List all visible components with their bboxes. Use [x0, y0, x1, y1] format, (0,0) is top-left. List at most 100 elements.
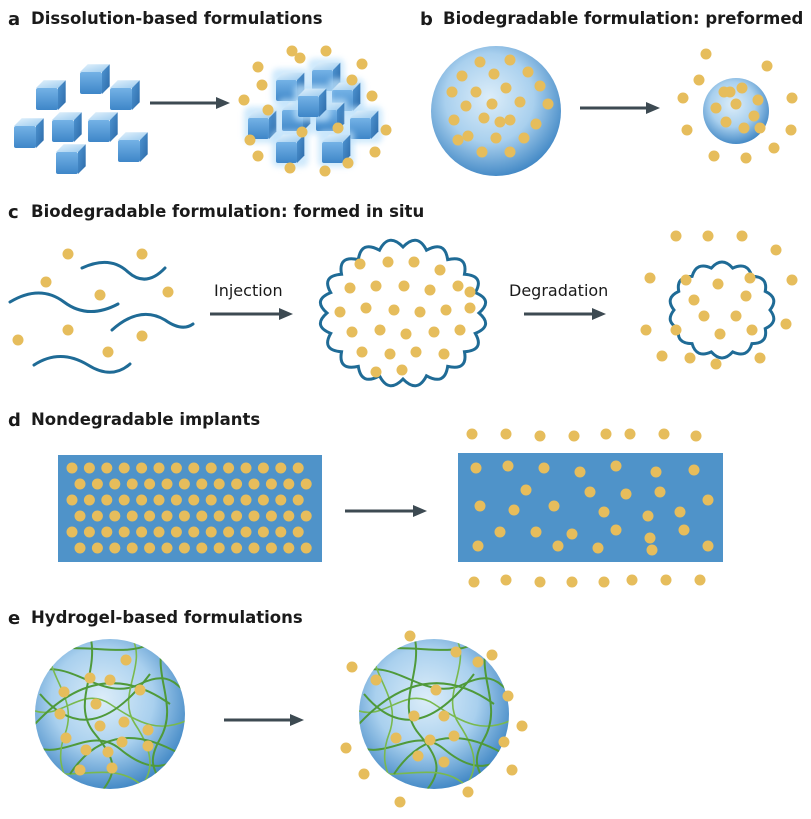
drug-particles	[466, 428, 714, 588]
drug-particle	[240, 494, 252, 506]
crystal-cube	[88, 112, 118, 142]
drug-particle	[240, 526, 252, 538]
drug-particle	[650, 466, 662, 478]
panel-title: Nondegradable implants	[31, 410, 260, 429]
drug-particle	[161, 542, 173, 554]
drug-particle	[116, 736, 128, 748]
drug-particle	[213, 542, 225, 554]
drug-particle	[488, 68, 500, 80]
drug-particle	[101, 462, 113, 474]
drug-particle	[438, 348, 450, 360]
drug-particle	[626, 574, 638, 586]
drug-particle	[500, 574, 512, 586]
drug-particles	[334, 256, 476, 378]
drug-particle	[257, 494, 269, 506]
drug-particle	[740, 290, 752, 302]
drug-particle	[754, 122, 766, 134]
drug-particle	[153, 462, 165, 474]
drug-particle	[462, 786, 474, 798]
depleted-implant	[458, 453, 723, 562]
drug-particle	[153, 494, 165, 506]
drug-particle	[101, 494, 113, 506]
drug-particle	[654, 486, 666, 498]
drug-particle	[292, 494, 304, 506]
crystal-cube	[346, 106, 383, 143]
drug-particle	[265, 542, 277, 554]
drug-particle	[142, 740, 154, 752]
drug-particle	[205, 526, 217, 538]
drug-particle	[162, 286, 174, 298]
drug-particle	[74, 510, 86, 522]
drug-particle	[398, 280, 410, 292]
drug-particle	[256, 79, 268, 91]
drug-particle	[522, 66, 534, 78]
drug-particle	[446, 86, 458, 98]
drug-particle	[296, 126, 308, 138]
drug-particle	[486, 649, 498, 661]
drug-particle	[275, 526, 287, 538]
drug-particle	[248, 510, 260, 522]
drug-particle	[474, 500, 486, 512]
drug-particle	[74, 764, 86, 776]
crystal-cube	[118, 132, 148, 162]
drug-particle	[136, 330, 148, 342]
drug-particle	[474, 56, 486, 68]
drug-particle	[354, 258, 366, 270]
drug-particle	[170, 494, 182, 506]
drug-particle	[768, 142, 780, 154]
arrow	[210, 308, 293, 320]
drug-particle	[356, 58, 368, 70]
drug-particle	[404, 630, 416, 642]
drug-particle	[680, 274, 692, 286]
panel-a: a Dissolution-based formulations	[8, 9, 392, 177]
drug-particle	[428, 326, 440, 338]
panel-title: Biodegradable formulation: formed in sit…	[31, 202, 424, 221]
drug-particle	[252, 61, 264, 73]
drug-particle	[744, 272, 756, 284]
drug-particle	[642, 510, 654, 522]
drug-particle	[566, 576, 578, 588]
drug-particle	[610, 524, 622, 536]
drug-particle	[358, 768, 370, 780]
drug-particle	[144, 510, 156, 522]
drug-particle	[490, 132, 502, 144]
drug-particle	[646, 544, 658, 556]
drug-particle	[710, 358, 722, 370]
drug-particle	[610, 460, 622, 472]
drug-particle	[730, 310, 742, 322]
drug-particle	[504, 114, 516, 126]
crystal-cube	[14, 118, 44, 148]
drug-particle	[244, 134, 256, 146]
drug-particle	[265, 478, 277, 490]
drug-particle	[738, 122, 750, 134]
drug-particle	[424, 284, 436, 296]
drug-particle	[452, 280, 464, 292]
drug-particle	[231, 510, 243, 522]
drug-particle	[644, 272, 656, 284]
drug-particle	[80, 744, 92, 756]
drug-particle	[408, 710, 420, 722]
drug-particle	[780, 318, 792, 330]
panel-letter: c	[8, 202, 19, 223]
drug-particle	[118, 462, 130, 474]
polymer-chains	[8, 260, 195, 374]
hydrogel-swollen	[359, 639, 509, 789]
arrow-label: Degradation	[509, 281, 608, 300]
drug-particle	[240, 462, 252, 474]
drug-particle	[460, 100, 472, 112]
drug-particle	[374, 324, 386, 336]
drug-particle	[434, 264, 446, 276]
drug-particle	[464, 286, 476, 298]
drug-particle	[223, 462, 235, 474]
drug-particle	[257, 462, 269, 474]
panel-e: e Hydrogel-based formulations	[8, 608, 528, 808]
drug-particle	[454, 324, 466, 336]
panel-c: c Biodegradable formulation: formed in s…	[8, 202, 798, 388]
drug-particle	[292, 462, 304, 474]
drug-particle	[677, 92, 689, 104]
drug-particle	[658, 428, 670, 440]
drug-particle	[284, 162, 296, 174]
drug-particle	[552, 540, 564, 552]
drug-particle	[275, 494, 287, 506]
drug-particle	[390, 732, 402, 744]
